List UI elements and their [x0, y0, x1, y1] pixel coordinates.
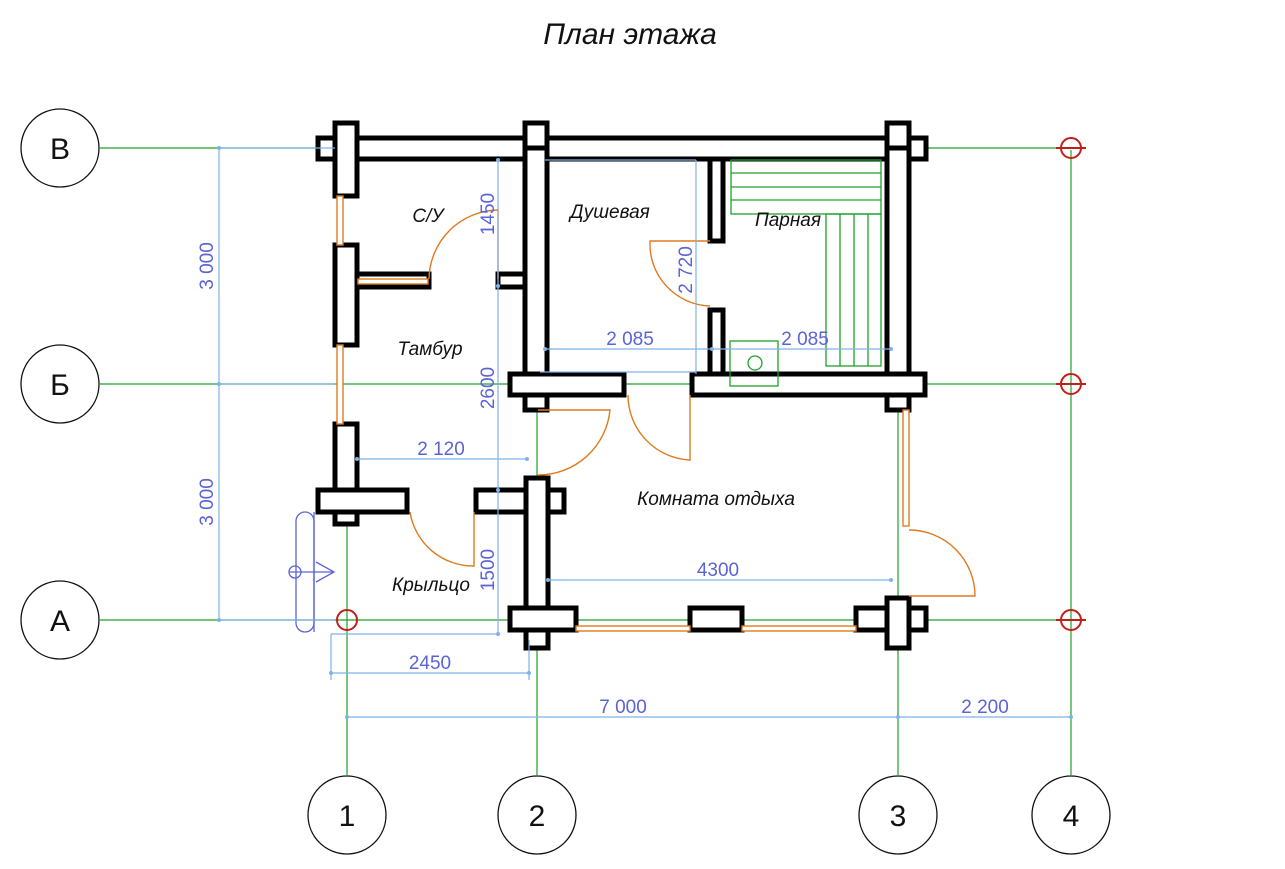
room-label-shower: Душевая	[568, 202, 650, 223]
room-label-steam: Парная	[755, 210, 821, 231]
dimension-label: 2 120	[417, 439, 465, 460]
column-axis-label: 3	[890, 800, 907, 833]
walls	[315, 120, 929, 651]
column-axis-2: 2	[497, 775, 577, 855]
dimension-label: 2 085	[781, 329, 829, 350]
column-axis-label: 1	[339, 800, 356, 833]
column-axis-label: 4	[1063, 800, 1080, 833]
room-label-porch: Крыльцо	[392, 575, 470, 596]
dimension-label: 3 000	[197, 478, 218, 526]
column-axis-label: 2	[529, 800, 546, 833]
row-axis-label: В	[50, 133, 70, 166]
grid-lines	[100, 147, 1085, 775]
room-label-wc: С/У	[412, 206, 445, 227]
windows	[336, 195, 910, 632]
dimension-label: 4300	[697, 560, 739, 581]
dimension-lines	[218, 147, 1071, 718]
row-axis-a: А	[20, 580, 100, 660]
dimension-label: 2 720	[676, 246, 697, 294]
column-axis-1: 1	[307, 775, 387, 855]
dimension-label: 1500	[478, 549, 499, 591]
doors	[409, 209, 976, 597]
column-axis-4: 4	[1031, 775, 1111, 855]
room-label-rest: Комната отдыха	[637, 489, 795, 510]
row-axis-v: В	[20, 108, 100, 188]
row-axis-label: Б	[50, 369, 70, 402]
dimension-label: 7 000	[599, 697, 647, 718]
room-label-vestibule: Тамбур	[397, 339, 462, 360]
axis-markers	[336, 137, 1086, 631]
dimension-label: 1450	[478, 193, 499, 235]
dimension-label: 2 200	[961, 697, 1009, 718]
row-axis-label: А	[50, 605, 70, 638]
stove-icon	[729, 340, 779, 387]
dimension-ticks	[217, 146, 1073, 719]
dimension-label: 2600	[478, 367, 499, 409]
steam-benches	[730, 159, 882, 367]
dimension-label: 3 000	[197, 242, 218, 290]
dimension-label: 2450	[409, 653, 451, 674]
plan-title: План этажа	[543, 18, 717, 51]
porch-steps-icon	[288, 511, 336, 633]
row-axis-b: Б	[20, 344, 100, 424]
column-axis-3: 3	[858, 775, 938, 855]
dimension-label: 2 085	[606, 329, 654, 350]
